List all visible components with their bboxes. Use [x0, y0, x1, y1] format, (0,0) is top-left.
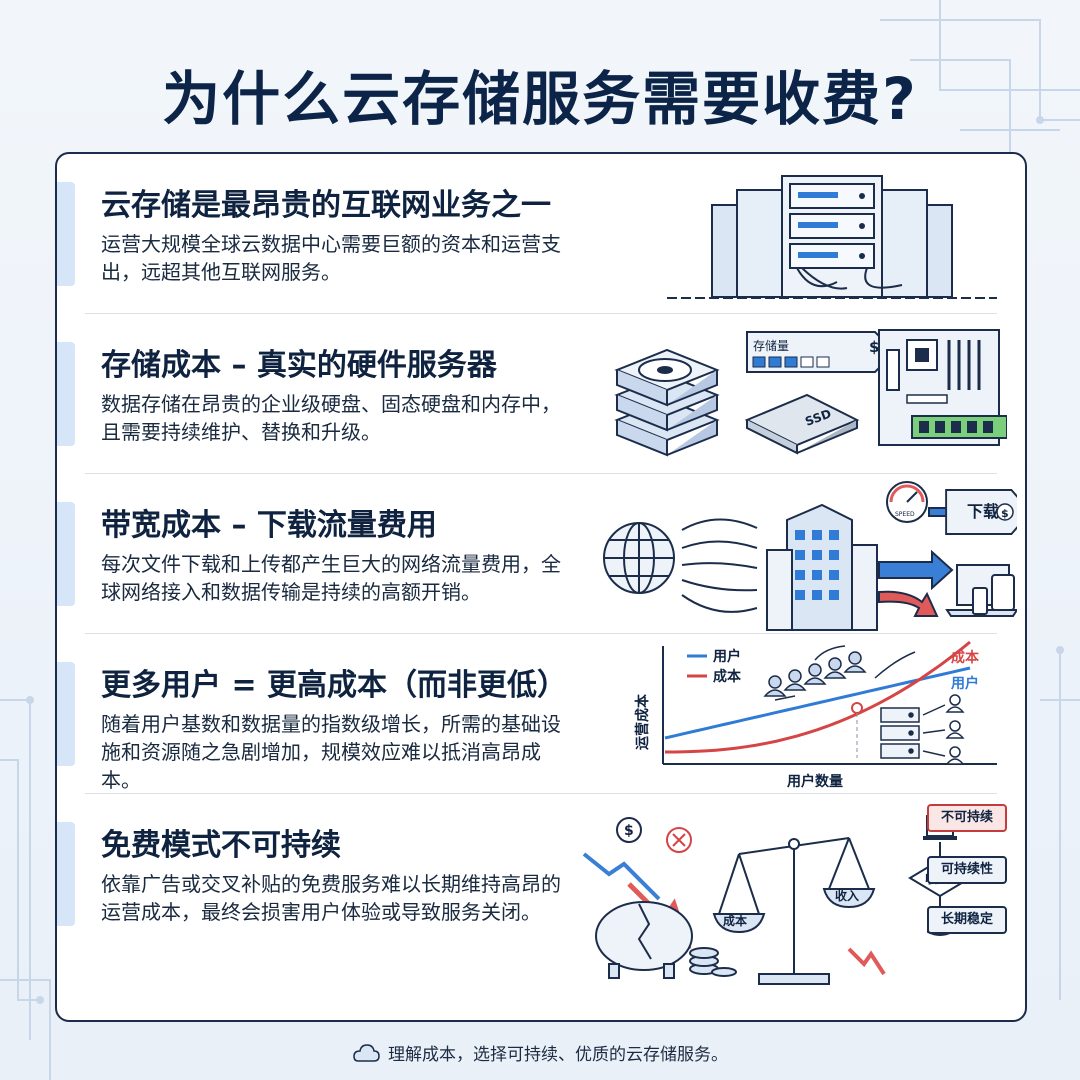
section-accent-bar — [57, 182, 75, 286]
piggy-bank-icon: $ — [582, 817, 737, 979]
ssd-icon: SSD — [744, 393, 860, 455]
section-storage-cost: 存储成本 – 真实的硬件服务器 数据存储在昂贵的企业级硬盘、固态硬盘和内存中，且… — [57, 314, 1025, 474]
intersection-point — [851, 702, 863, 714]
section-accent-bar — [57, 502, 75, 606]
svg-text:下载: 下载 — [967, 502, 999, 521]
bandwidth-illustration: SPEED 下载 $ — [603, 481, 1017, 631]
storage-hardware-illustration: 存储量 $ SSD — [614, 329, 1007, 457]
footer: 理解成本，选择可持续、优质的云存储服务。 — [0, 1040, 1080, 1065]
legend-label-users: 用户 — [713, 648, 741, 665]
free-model-illustration: $ 成本 — [582, 815, 979, 985]
section-bandwidth-cost: 带宽成本 – 下载流量费用 每次文件下载和上传都产生巨大的网络流量费用，全球网络… — [57, 474, 1025, 634]
svg-text:$: $ — [624, 823, 634, 839]
legend-label-cost: 成本 — [713, 668, 742, 685]
section-accent-bar — [57, 342, 75, 446]
flow-box-long-term: 长期稳定 — [927, 906, 1007, 934]
section-description: 依靠广告或交叉补贴的免费服务难以长期维持高昂的运营成本，最终会损害用户体验或导致… — [101, 872, 561, 924]
section-title: 存储成本 – 真实的硬件服务器 — [101, 348, 497, 383]
page-title: 为什么云存储服务需要收费? — [162, 65, 918, 133]
y-axis-label: 运营成本 — [634, 693, 651, 750]
cost-growth-chart: 运营成本 用户数量 用户 成本 成本 用户 — [634, 640, 997, 790]
chart-legend: 用户 成本 — [687, 648, 742, 685]
section-more-users: 更多用户 = 更高成本（而非更低） 随着用户基数和数据量的指数级增长，所需的基础… — [57, 634, 1025, 794]
footer-text: 理解成本，选择可持续、优质的云存储服务。 — [388, 1045, 728, 1065]
section-cloud-expensive: 云存储是最昂贵的互联网业务之一 运营大规模全球云数据中心需要巨额的资本和运营支出… — [57, 154, 1025, 314]
server-rack-icon — [667, 175, 997, 299]
section-description: 随着用户基数和数据量的指数级增长，所需的基础设施和资源随之急剧增加，规模效应难以… — [101, 712, 561, 792]
content-panel: 云存储是最昂贵的互联网业务之一 运营大规模全球云数据中心需要巨额的资本和运营支出… — [55, 152, 1027, 1022]
svg-text:成本: 成本 — [723, 913, 747, 928]
section-title: 更多用户 = 更高成本（而非更低） — [101, 668, 568, 703]
svg-text:存储量: 存储量 — [753, 338, 789, 353]
x-axis-label: 用户数量 — [787, 773, 843, 790]
svg-text:$: $ — [869, 338, 879, 356]
section-title: 免费模式不可持续 — [101, 828, 341, 863]
section-title: 带宽成本 – 下载流量费用 — [101, 508, 437, 543]
price-tag-icon: 存储量 $ — [746, 331, 897, 373]
series-line-cost — [665, 640, 971, 754]
section-title: 云存储是最昂贵的互联网业务之一 — [101, 188, 551, 223]
section-description: 数据存储在昂贵的企业级硬盘、固态硬盘和内存中，且需要持续维护、替换和升级。 — [101, 392, 561, 444]
section-divider — [85, 473, 997, 474]
flow-box-unsustainable: 不可持续 — [927, 804, 1007, 832]
section-divider — [85, 793, 997, 794]
server-users-icon — [880, 694, 965, 765]
section-divider — [85, 633, 997, 634]
flow-box-sustainability: 可持续性 — [927, 856, 1007, 884]
section-divider — [85, 313, 997, 314]
devices-icon — [945, 564, 1017, 617]
svg-text:收入: 收入 — [835, 888, 859, 903]
hard-drive-icon — [614, 348, 720, 457]
section-accent-bar — [57, 662, 75, 766]
section-accent-bar — [57, 822, 75, 926]
speedometer-icon: SPEED — [886, 481, 928, 523]
user-group-icon — [763, 651, 867, 697]
svg-text:SPEED: SPEED — [895, 511, 915, 518]
scale-icon: 成本 收入 — [712, 837, 886, 985]
section-free-model: 免费模式不可持续 依靠广告或交叉补贴的免费服务难以长期维持高昂的运营成本，最终会… — [57, 794, 1025, 985]
motherboard-icon — [878, 329, 1007, 446]
section-description: 运营大规模全球云数据中心需要巨额的资本和运营支出，远超其他互联网服务。 — [101, 232, 561, 284]
end-label-cost: 成本 — [951, 649, 980, 666]
globe-icon — [603, 522, 675, 594]
end-label-users: 用户 — [951, 675, 979, 692]
svg-text:$: $ — [1001, 507, 1009, 520]
section-description: 每次文件下载和上传都产生巨大的网络流量费用，全球网络接入和数据传输是持续的高额开… — [101, 552, 561, 604]
building-icon — [766, 503, 878, 631]
cloud-icon — [353, 1043, 380, 1062]
